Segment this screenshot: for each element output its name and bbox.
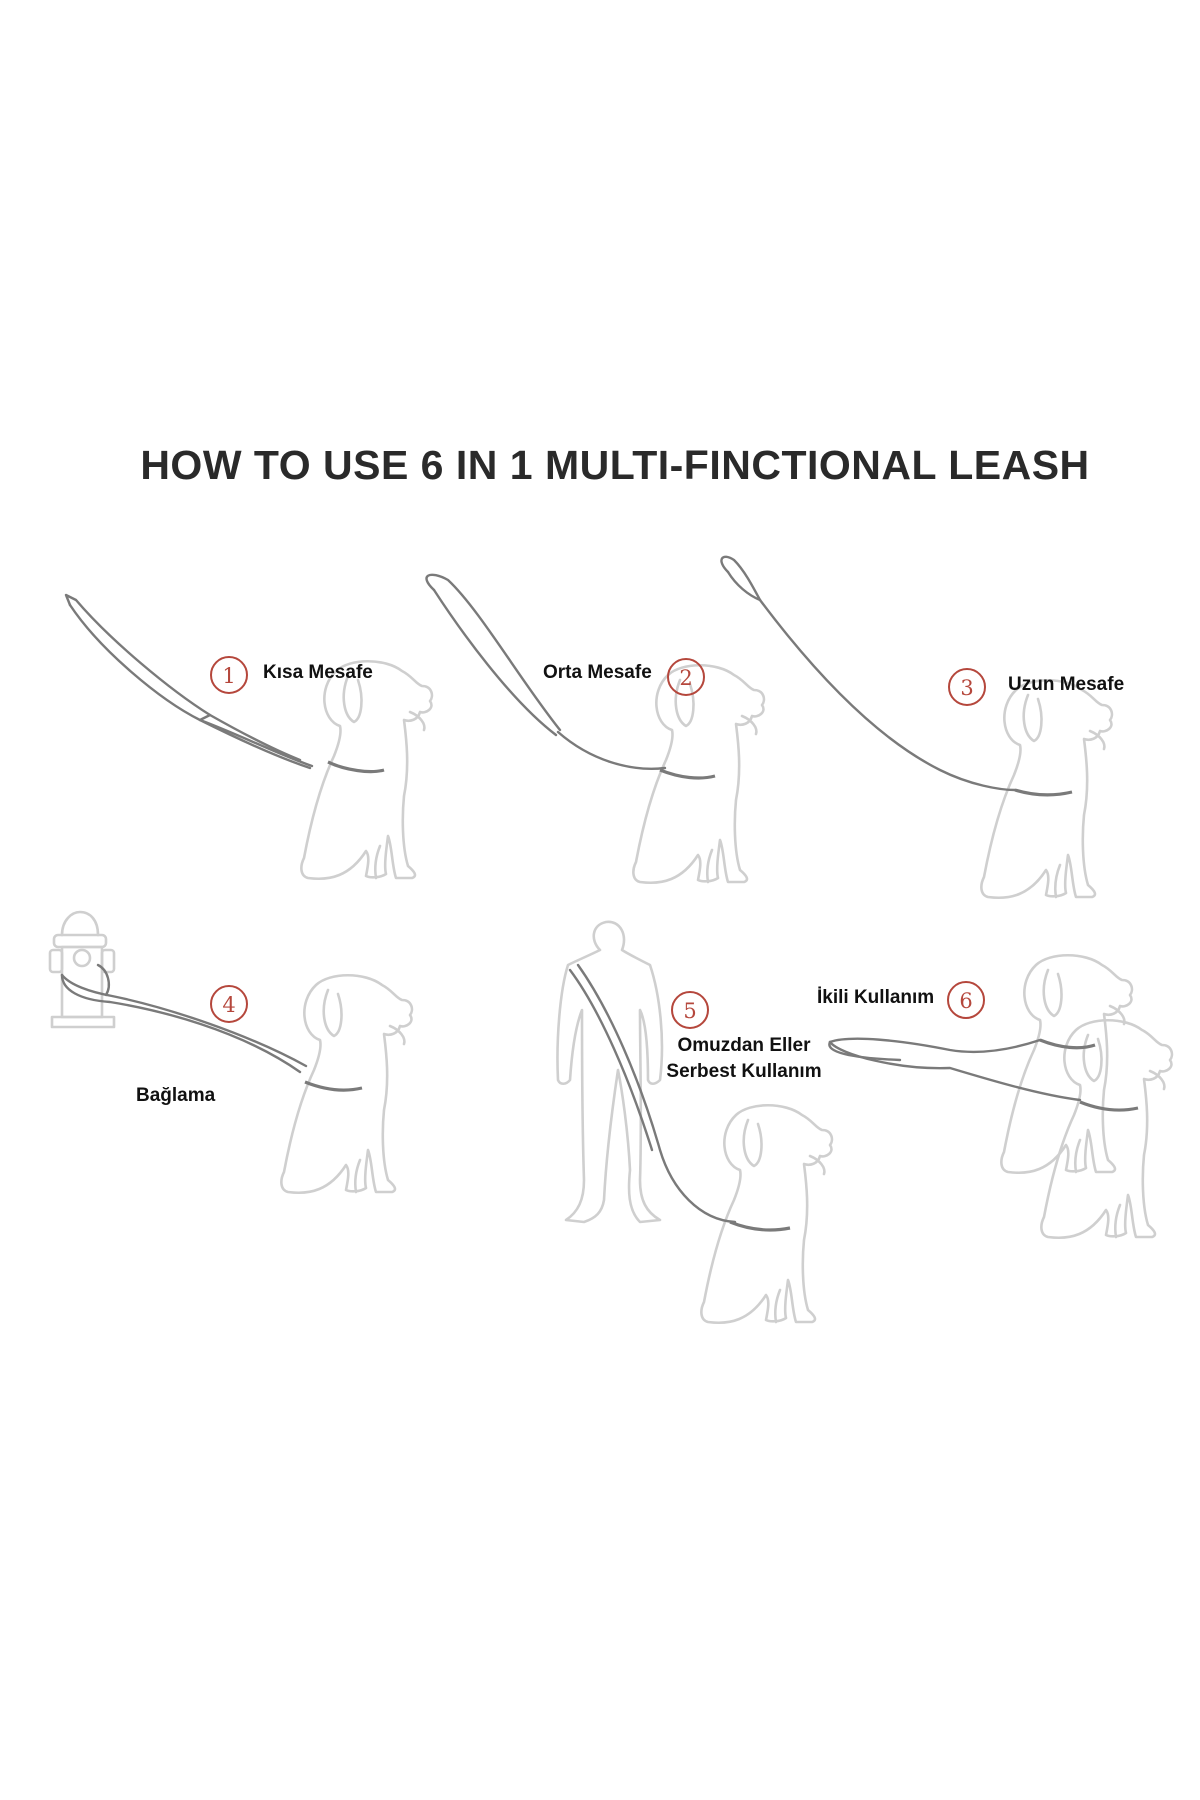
svg-text:1: 1 (222, 664, 235, 688)
svg-text:3: 3 (960, 676, 973, 700)
step-6-badge: 6 (947, 981, 985, 1019)
step-1-badge: 1 (210, 656, 248, 694)
svg-text:5: 5 (683, 999, 696, 1023)
leash-icon (425, 573, 716, 780)
page-title: HOW TO USE 6 IN 1 MULTI-FINCTIONAL LEASH (140, 442, 1090, 488)
step-3-label: Uzun Mesafe (1008, 674, 1125, 695)
svg-text:6: 6 (959, 989, 972, 1013)
step-5-badge: 5 (671, 991, 709, 1029)
leash-icon (60, 963, 363, 1092)
dog-icon (1000, 953, 1134, 1175)
step-2-badge: 2 (667, 658, 705, 696)
leash-icon (720, 555, 1073, 797)
step-5-label-line-2: Serbest Kullanım (666, 1061, 822, 1082)
step-5-label: Omuzdan Eller Serbest Kullanım (662, 1033, 826, 1085)
step-3-badge: 3 (948, 668, 986, 706)
leash-icon (828, 1037, 1139, 1112)
leash-icon (568, 963, 791, 1232)
dog-icon (700, 1103, 834, 1325)
leash-icon (64, 593, 385, 774)
step-4-label: Bağlama (136, 1085, 216, 1106)
step-4-badge: 4 (210, 985, 248, 1023)
step-6-label: İkili Kullanım (817, 987, 935, 1008)
person-icon (556, 920, 664, 1224)
dog-icon (280, 973, 414, 1195)
svg-text:4: 4 (222, 993, 235, 1017)
step-2-label: Orta Mesafe (543, 662, 652, 683)
dog-icon (632, 663, 766, 885)
fire-hydrant-icon (48, 910, 116, 1029)
svg-text:2: 2 (679, 666, 692, 690)
step-1-label: Kısa Mesafe (263, 662, 373, 683)
step-5-label-line-1: Omuzdan Eller (677, 1035, 811, 1056)
